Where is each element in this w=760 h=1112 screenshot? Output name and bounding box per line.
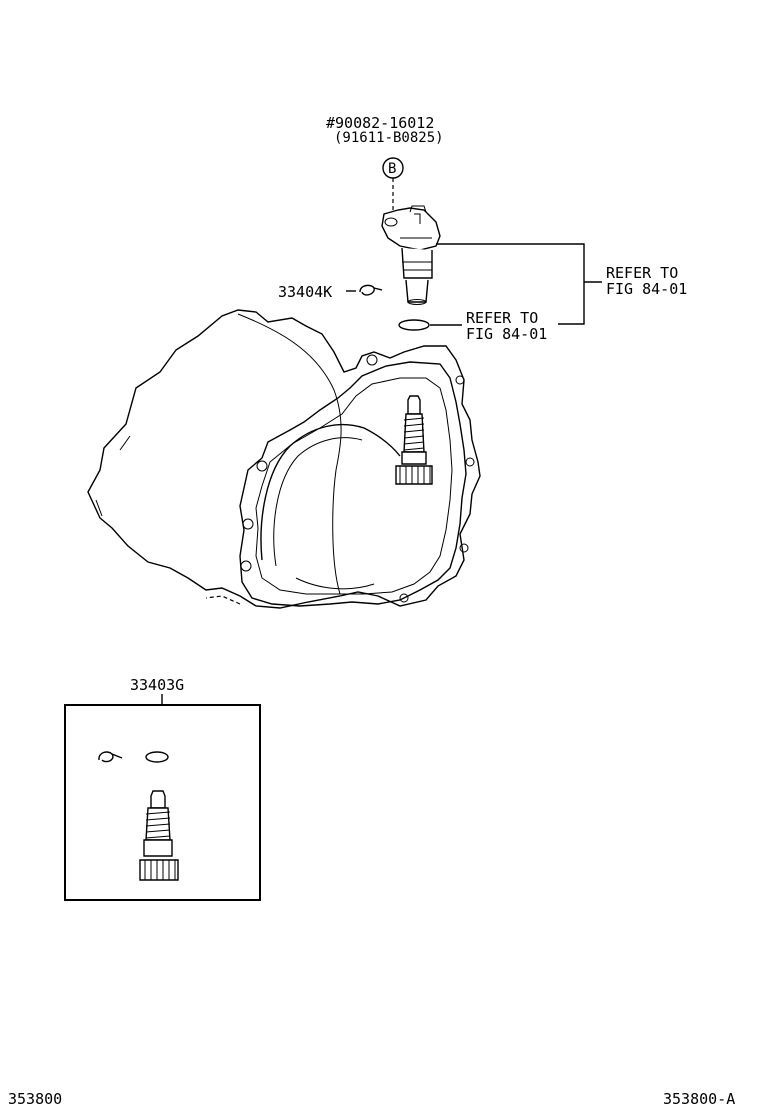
sensor-refer-line2: FIG 84-01 [606,280,687,298]
sensor-refer-bracket [436,243,585,325]
o-ring-refer-line1: REFER TO [466,309,538,327]
bolt-alt-part-number: (91611-B0825) [334,130,444,146]
clip-drawing [359,284,383,296]
kit-driven-gear-drawing [139,790,179,881]
kit-clip-drawing [98,751,123,763]
sensor-refer-line1: REFER TO [606,264,678,282]
footer-diagram-code-right: 353800-A [663,1090,735,1108]
kit-o-ring-drawing [145,751,169,763]
speed-sensor-drawing [381,205,441,305]
transaxle-housing-drawing [87,309,481,609]
o-ring-refer-line2: FIG 84-01 [466,325,547,343]
kit-box [64,704,261,901]
o-ring-drawing [398,319,430,331]
footer-diagram-code-left: 353800 [8,1090,62,1108]
bolt-part-number: #90082-16012 [326,114,434,132]
driven-gear-shaft-drawing [395,395,433,485]
bolt-marker-circle: B [382,157,404,179]
bolt-marker-letter: B [388,161,396,177]
kit-part-number: 33403G [130,676,184,694]
clip-part-number: 33404K [278,283,332,301]
